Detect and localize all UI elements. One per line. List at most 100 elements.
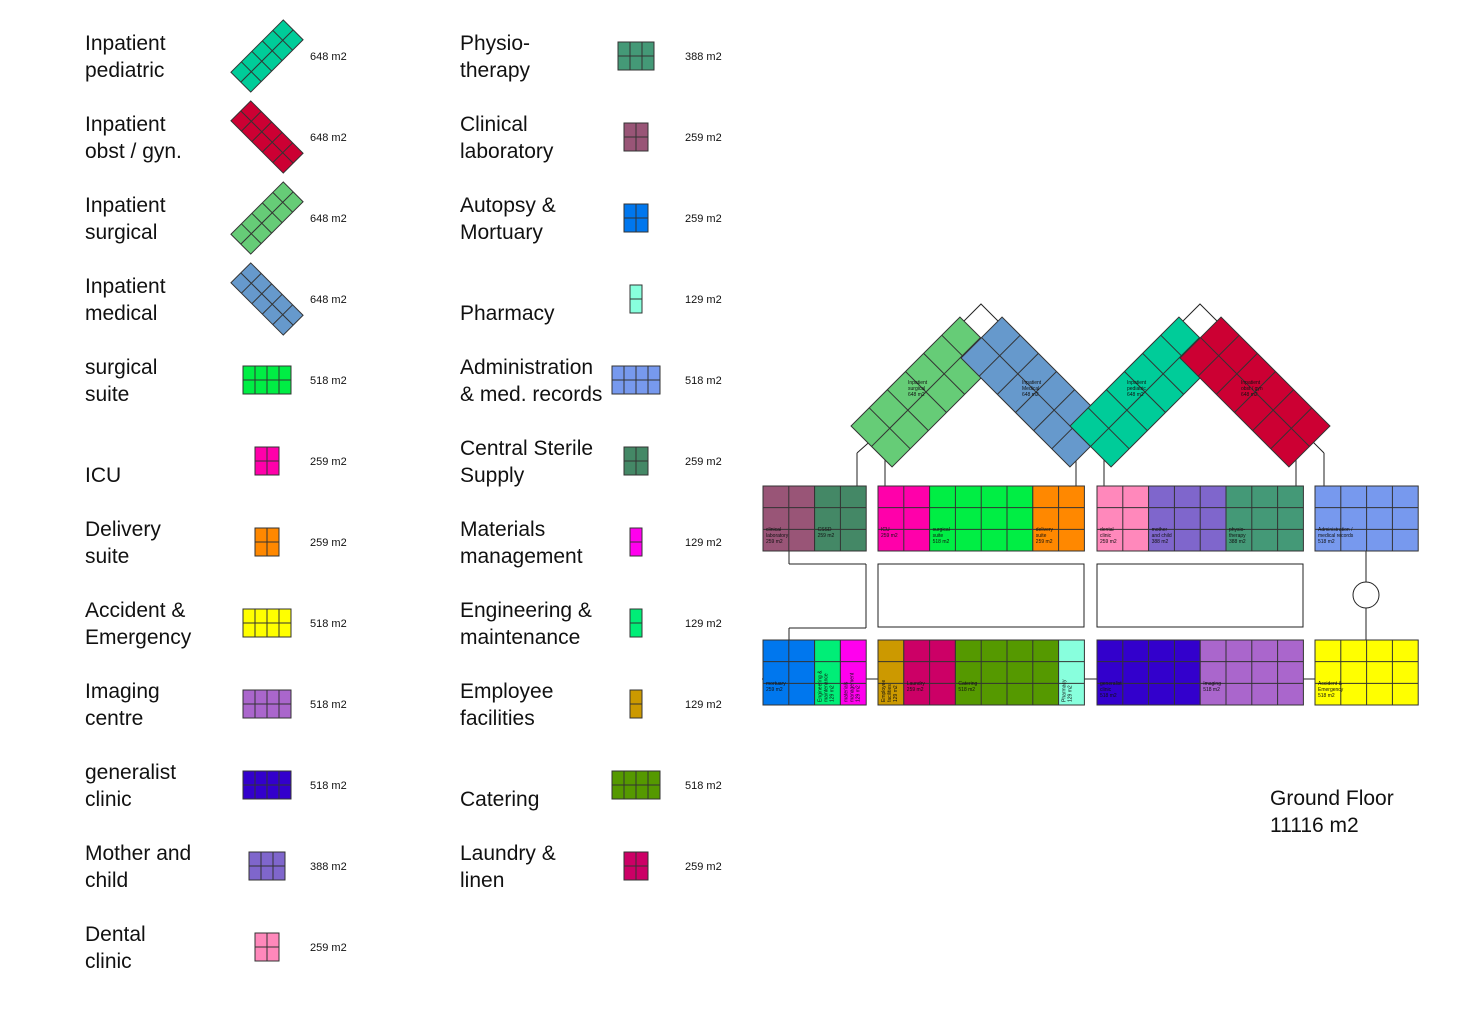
department-label: materials bbox=[843, 681, 849, 702]
legend-swatch bbox=[242, 608, 292, 638]
legend-label: Engineering & bbox=[460, 599, 592, 622]
legend-area: 648 m2 bbox=[310, 132, 347, 144]
legend-swatch bbox=[617, 41, 655, 71]
department-label: Administration / bbox=[1318, 527, 1353, 533]
legend-area: 259 m2 bbox=[310, 456, 347, 468]
legend-area: 518 m2 bbox=[310, 618, 347, 630]
legend-area: 518 m2 bbox=[310, 780, 347, 792]
department-label: 259 m2 bbox=[1036, 539, 1053, 545]
legend-label: management bbox=[460, 545, 583, 568]
department-label: 388 m2 bbox=[1229, 539, 1246, 545]
department-label: physio- bbox=[1229, 527, 1245, 533]
ward-wing-text: 648 m2 bbox=[1022, 392, 1039, 398]
legend-label: centre bbox=[85, 707, 143, 730]
department-label: Accident & bbox=[1318, 681, 1343, 687]
legend-swatch bbox=[623, 203, 649, 233]
legend-area: 129 m2 bbox=[685, 537, 722, 549]
legend-label: Clinical bbox=[460, 113, 528, 136]
department-label: and child bbox=[1152, 533, 1172, 539]
legend-label: Catering bbox=[460, 788, 539, 811]
department-label: therapy bbox=[1229, 533, 1246, 539]
department-label: 129 m2 bbox=[1068, 685, 1074, 702]
legend-label: Inpatient bbox=[85, 113, 166, 136]
department-label: Catering bbox=[958, 681, 977, 687]
floor-area: 11116 m2 bbox=[1270, 814, 1359, 837]
department-label: 259 m2 bbox=[907, 687, 924, 693]
legend-label: Mortuary bbox=[460, 221, 543, 244]
legend-label: suite bbox=[85, 545, 129, 568]
department-label: 129 m2 bbox=[830, 685, 836, 702]
department-label: clinic bbox=[1100, 687, 1112, 693]
legend-area: 518 m2 bbox=[685, 780, 722, 792]
department-label: 259 m2 bbox=[766, 687, 783, 693]
department-label: management bbox=[849, 672, 855, 702]
department-label: 388 m2 bbox=[1152, 539, 1169, 545]
ward-wing-text: 648 m2 bbox=[1127, 392, 1144, 398]
department-label: Engineering & bbox=[818, 670, 824, 702]
legend-swatch bbox=[623, 446, 649, 476]
department-label: facilities bbox=[887, 684, 893, 702]
legend-swatch-wing bbox=[230, 262, 304, 336]
floor-title: Ground Floor bbox=[1270, 787, 1394, 810]
department-label: ICU bbox=[881, 527, 890, 533]
legend-area: 259 m2 bbox=[685, 213, 722, 225]
legend-label: Materials bbox=[460, 518, 545, 541]
legend-label: facilities bbox=[460, 707, 535, 730]
department-label: suite bbox=[1036, 533, 1047, 539]
ward-wing-text: surgical bbox=[908, 386, 925, 392]
legend-label: Dental bbox=[85, 923, 146, 946]
department-label: 518 m2 bbox=[1318, 539, 1335, 545]
department-label: Laundry bbox=[907, 681, 926, 687]
department-label: 259 m2 bbox=[818, 533, 835, 539]
department-label: Employee bbox=[881, 680, 887, 702]
legend-label: Delivery bbox=[85, 518, 161, 541]
legend-swatch bbox=[248, 851, 286, 881]
department-label: CSSD bbox=[818, 527, 832, 533]
legend-label: Laundry & bbox=[460, 842, 556, 865]
legend-label: medical bbox=[85, 302, 157, 325]
legend-swatch bbox=[623, 851, 649, 881]
legend-label: therapy bbox=[460, 59, 531, 82]
department-label: suite bbox=[933, 533, 944, 539]
legend-swatch bbox=[254, 527, 280, 557]
legend-area: 259 m2 bbox=[685, 132, 722, 144]
department-label: maintenance bbox=[824, 673, 830, 702]
legend-label: Employee bbox=[460, 680, 553, 703]
legend-label: & med. records bbox=[460, 383, 602, 406]
ward-wing bbox=[1069, 316, 1221, 468]
ward-wing-text: pediatric bbox=[1127, 386, 1146, 392]
legend-area: 648 m2 bbox=[310, 294, 347, 306]
ward-wing bbox=[850, 316, 1002, 468]
legend-swatch bbox=[242, 689, 292, 719]
department-label: laboratory bbox=[766, 533, 789, 539]
legend-swatch bbox=[242, 770, 292, 800]
ward-wing-text: Inpatient bbox=[1127, 380, 1147, 386]
legend-swatch bbox=[254, 446, 280, 476]
legend-label: clinic bbox=[85, 788, 132, 811]
legend-swatch bbox=[629, 527, 643, 557]
legend-swatch bbox=[254, 932, 280, 962]
legend-item: Catering 518 m2 bbox=[460, 770, 722, 811]
